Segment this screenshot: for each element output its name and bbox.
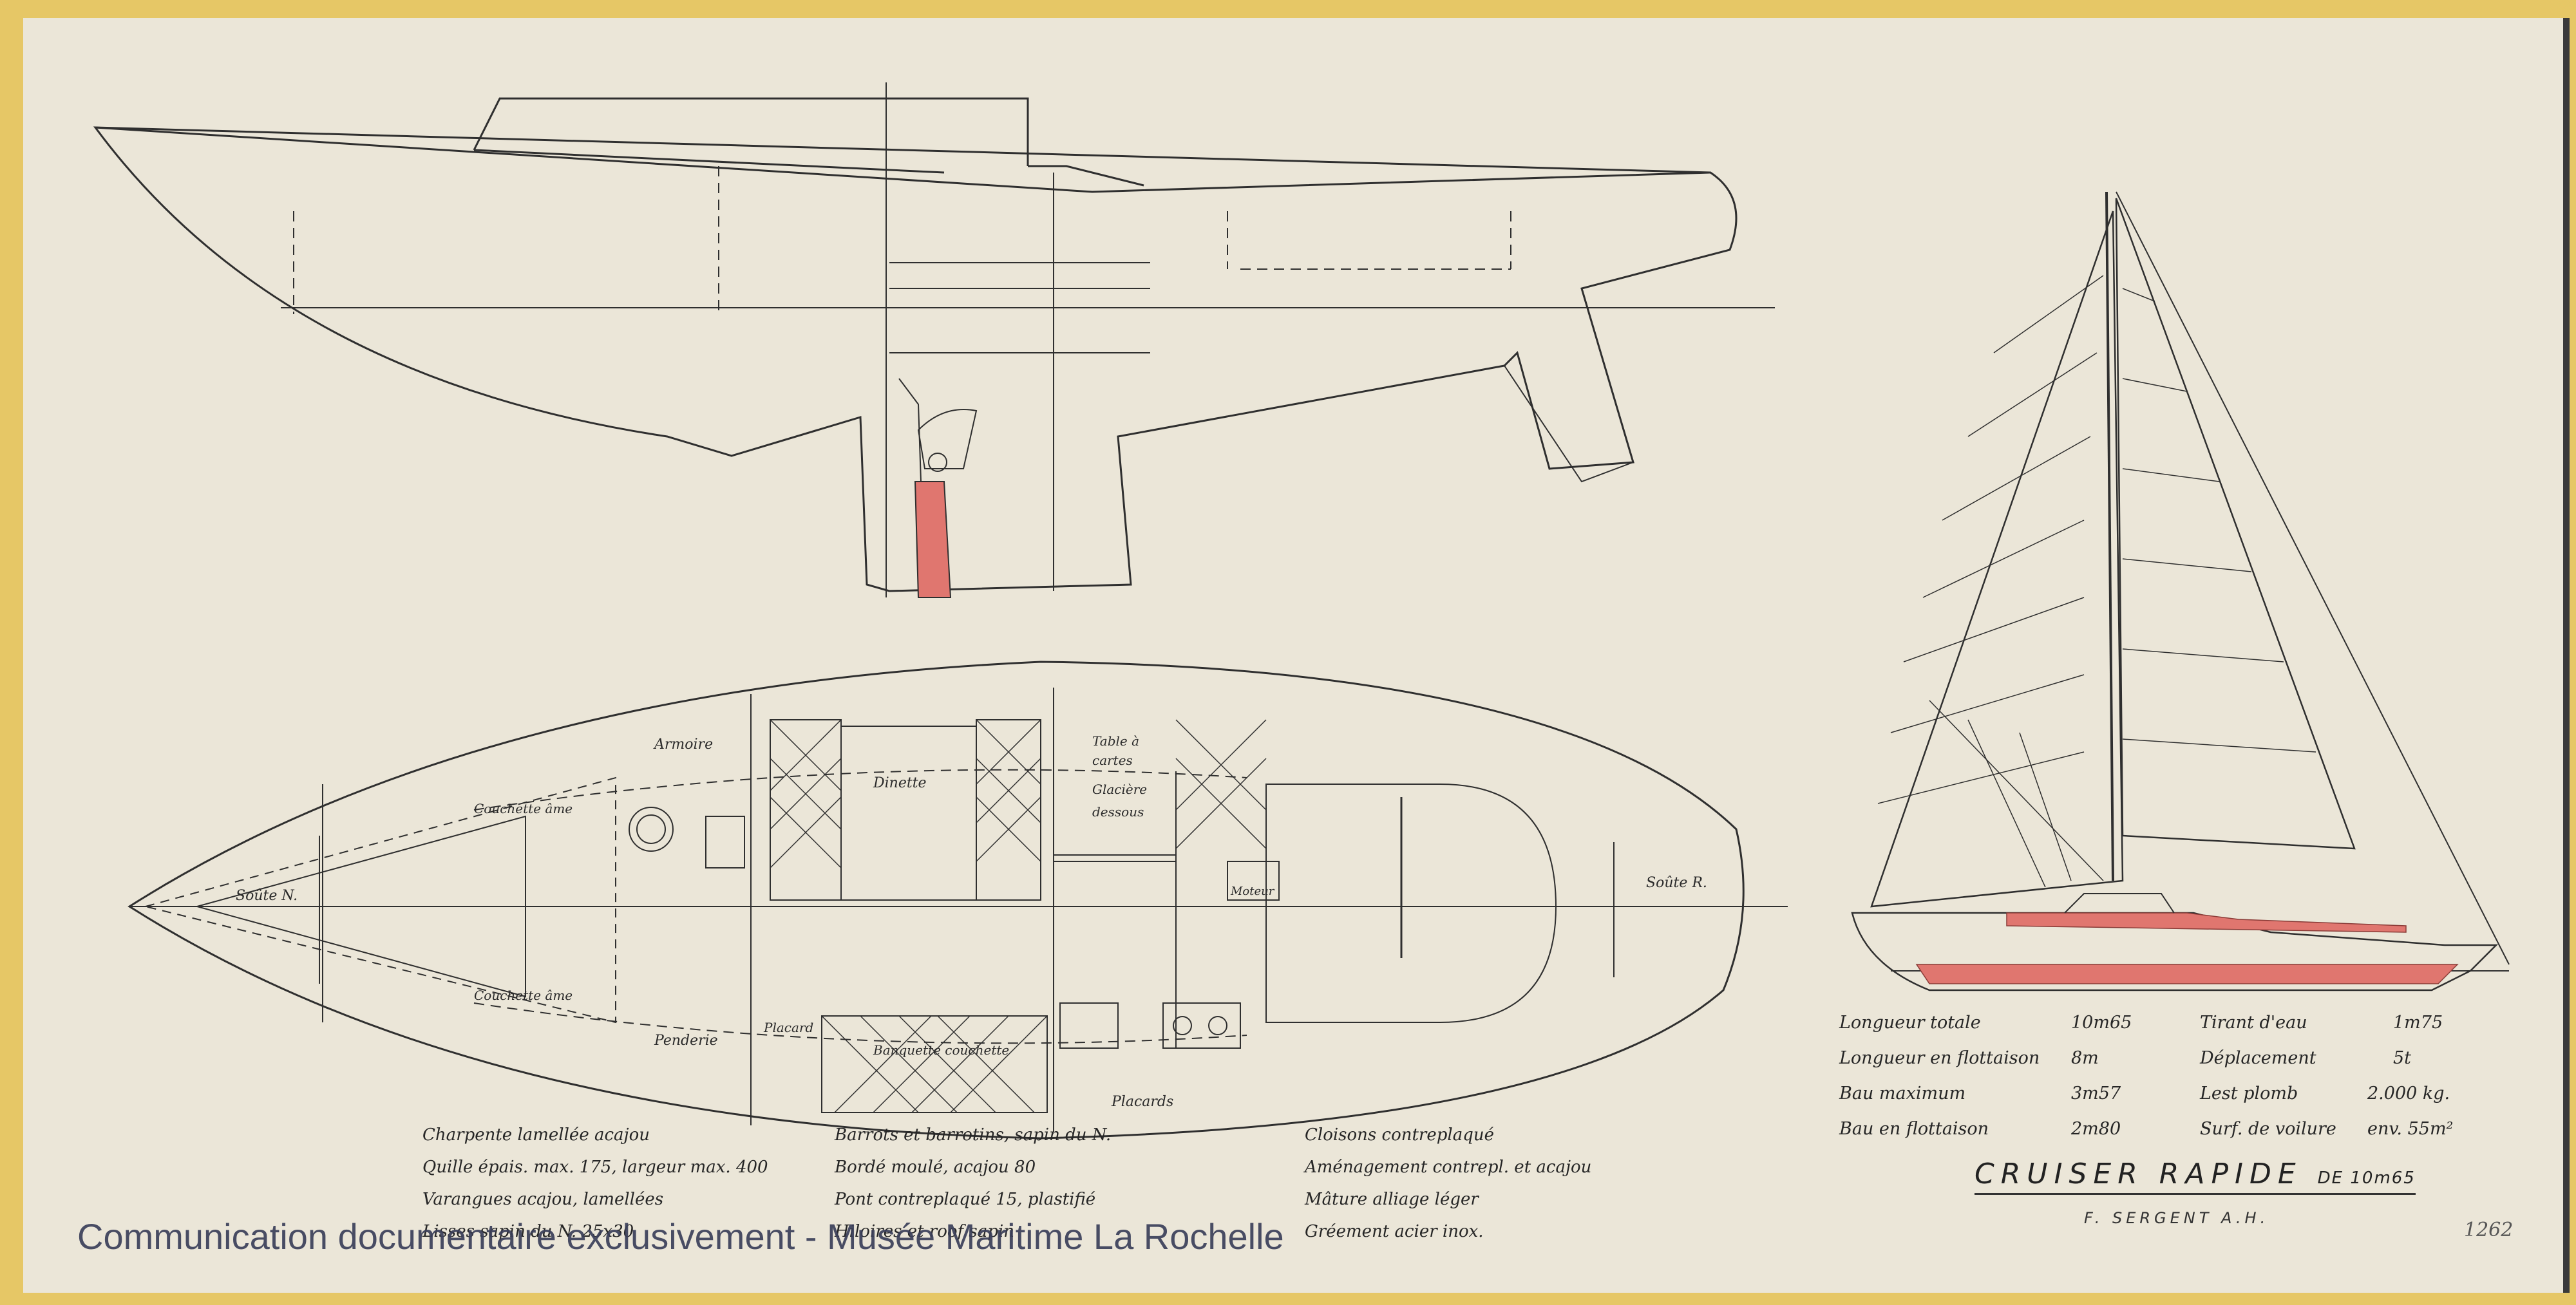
spec-label: Longueur totale xyxy=(1839,1013,1981,1033)
spec-label: Bau maximum xyxy=(1839,1084,1966,1103)
hull-profile-view xyxy=(93,82,1775,598)
designer-name: F. SERGENT A.H. xyxy=(2084,1209,2269,1227)
watermark-text: Communication documentaire exclusivement… xyxy=(77,1216,1284,1257)
label-banquette: Banquette couchette xyxy=(873,1042,1009,1058)
plan-labels: Soûte N. Soûte R. Armoire Couchette âme … xyxy=(236,733,1707,1110)
spec-value: 2m80 xyxy=(2071,1119,2121,1139)
spec-value: 8m xyxy=(2071,1048,2099,1068)
title-block: CRUISER RAPIDE DE 10m65 F. SERGENT A.H. xyxy=(1975,1158,2416,1227)
note: Bordé moulé, acajou 80 xyxy=(835,1158,1036,1177)
spec-label: Bau en flottaison xyxy=(1839,1119,1989,1139)
note: Lisses sapin du N. 25x30 xyxy=(422,1222,634,1241)
label-moteur: Moteur xyxy=(1230,885,1275,898)
label-glaciere-1: Glacière xyxy=(1092,782,1147,797)
label-placards: Placards xyxy=(1111,1094,1173,1110)
label-soute-n: Soûte N. xyxy=(236,888,298,904)
spec-label: Surf. de voilure xyxy=(2200,1119,2336,1139)
spec-label: Lest plomb xyxy=(2200,1084,2298,1103)
spec-value: 2.000 kg. xyxy=(2367,1084,2450,1103)
label-penderie: Penderie xyxy=(654,1033,718,1049)
spec-value: 3m57 xyxy=(2071,1084,2121,1103)
note: Aménagement contrepl. et acajou xyxy=(1305,1158,1592,1177)
note: Cloisons contreplaqué xyxy=(1305,1125,1494,1145)
title-text: CRUISER RAPIDE xyxy=(1975,1158,2302,1190)
note: Varangues acajou, lamellées xyxy=(422,1190,664,1209)
label-dinette: Dinette xyxy=(873,775,927,791)
spec-label: Longueur en flottaison xyxy=(1839,1048,2040,1068)
note: Pont contreplaqué 15, plastifié xyxy=(835,1190,1096,1209)
sail-plan-view xyxy=(1851,191,2510,991)
title-suffix: DE 10m65 xyxy=(2317,1169,2416,1188)
spec-value: 10m65 xyxy=(2071,1013,2132,1033)
note: Charpente lamellée acajou xyxy=(422,1125,650,1145)
label-table-cartes-2: cartes xyxy=(1092,753,1133,768)
label-placard: Placard xyxy=(763,1020,813,1035)
spec-label: Déplacement xyxy=(2200,1048,2316,1068)
deck-plan-view xyxy=(128,661,1788,1140)
note: Barrots et barrotins, sapin du N. xyxy=(835,1125,1112,1145)
spec-value: 5t xyxy=(2393,1048,2412,1068)
label-couchette-top: Couchette âme xyxy=(474,801,573,816)
label-soute-r: Soûte R. xyxy=(1646,875,1707,891)
label-glaciere-2: dessous xyxy=(1092,804,1144,820)
note: Hiloires et roof sapin xyxy=(835,1222,1014,1241)
note: Quille épais. max. 175, largeur max. 400 xyxy=(422,1158,768,1177)
technical-drawing: Soûte N. Soûte R. Armoire Couchette âme … xyxy=(93,82,2510,1140)
drawing-title: CRUISER RAPIDE DE 10m65 xyxy=(1975,1158,2416,1195)
spec-value: 1m75 xyxy=(2393,1013,2443,1033)
label-couchette-bottom: Couchette âme xyxy=(474,988,573,1003)
drawing-sheet: Soûte N. Soûte R. Armoire Couchette âme … xyxy=(23,18,2570,1293)
label-table-cartes-1: Table à xyxy=(1092,733,1139,749)
plan-number: 1262 xyxy=(2464,1219,2514,1241)
spec-value: env. 55m² xyxy=(2367,1119,2454,1139)
spec-label: Tirant d'eau xyxy=(2200,1013,2307,1033)
note: Gréement acier inox. xyxy=(1305,1222,1484,1241)
label-armoire: Armoire xyxy=(653,737,713,753)
note: Mâture alliage léger xyxy=(1305,1190,1479,1209)
